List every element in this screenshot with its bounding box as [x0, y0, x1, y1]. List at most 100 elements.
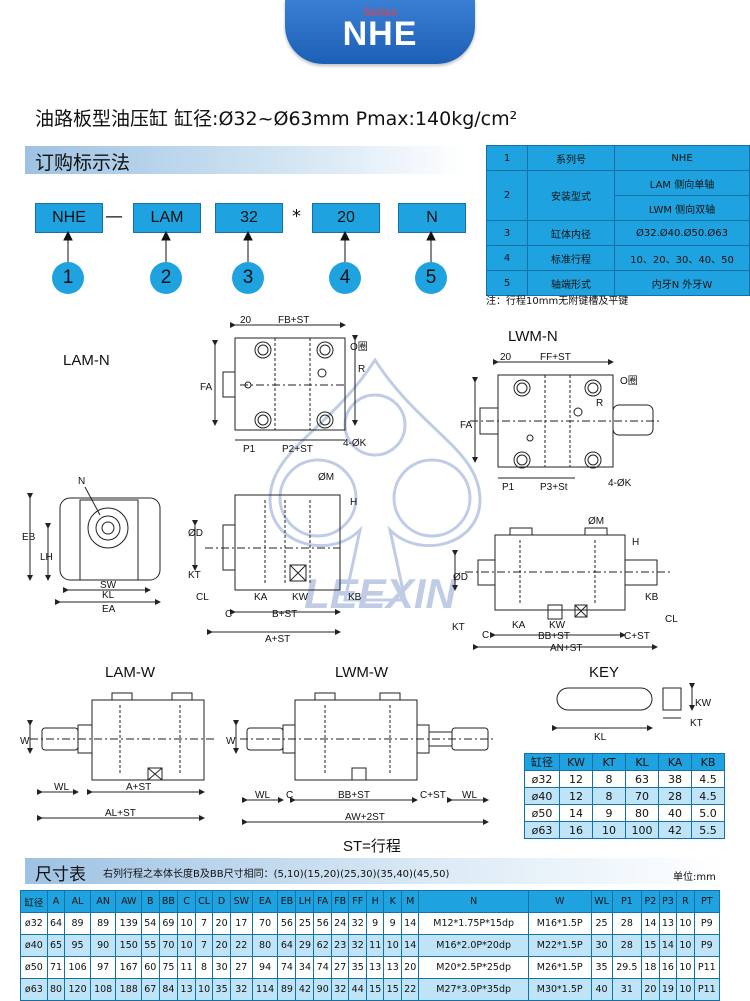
- spec-value: 10、20、30、40、50: [614, 245, 750, 271]
- key-header-cell: KB: [691, 753, 725, 771]
- key-cell: 9: [592, 804, 626, 822]
- dim-cell: 10: [383, 934, 402, 957]
- dim-label: R: [596, 398, 603, 409]
- dim-cell: 94: [251, 956, 279, 979]
- dim-cell: M16*1.5P: [527, 912, 592, 935]
- dim-cell: 34: [295, 956, 315, 979]
- dim-label: C: [225, 609, 232, 620]
- dim-cell: 31: [611, 978, 643, 1001]
- dim-cell: 28: [611, 912, 643, 935]
- key-header-cell: KA: [658, 753, 692, 771]
- key-header-cell: 缸径: [524, 753, 560, 771]
- dim-section-title: 尺寸表: [35, 865, 86, 885]
- key-header-cell: KW: [559, 753, 593, 771]
- dim-label: WL: [462, 790, 477, 801]
- dim-cell: 30: [212, 956, 231, 979]
- dim-cell: 14: [641, 912, 660, 935]
- dim-label: CL: [196, 592, 209, 603]
- dim-header-cell: B: [141, 890, 160, 913]
- dim-cell: M16*2.0P*20dp: [418, 934, 529, 957]
- view-label-key: KEY: [589, 664, 620, 681]
- dim-header-cell: EB: [277, 890, 297, 913]
- key-section: [662, 687, 682, 711]
- dim-label: P2+ST: [282, 444, 313, 455]
- order-number-3: 3: [232, 262, 264, 294]
- dim-header-cell: 缸径: [20, 890, 48, 913]
- dim-label: AL+ST: [105, 808, 136, 819]
- key-cell: 12: [559, 787, 593, 805]
- dim-cell: 10: [194, 978, 214, 1001]
- lwm-n-right-rod: [612, 404, 654, 436]
- dim-header-cell: D: [212, 890, 231, 913]
- key-cell: 4.5: [691, 787, 725, 805]
- order-number-4: 4: [329, 262, 361, 294]
- key-cell: 12: [559, 770, 593, 788]
- dim-header-cell: P1: [611, 890, 643, 913]
- dim-cell: 89: [89, 912, 117, 935]
- key-drawing: [556, 687, 653, 711]
- dim-cell: 74: [313, 956, 332, 979]
- dim-header-cell: AN: [89, 890, 117, 913]
- dim-cell: 13: [365, 956, 385, 979]
- dim-cell: 56: [277, 912, 297, 935]
- dim-cell: 32: [229, 978, 253, 1001]
- spec-row: 3 缸体内径 Ø32.Ø40.Ø50.Ø63: [486, 220, 750, 246]
- dim-cell: 14: [400, 934, 420, 957]
- code-separator-star: *: [292, 206, 301, 227]
- dim-cell: 13: [383, 956, 402, 979]
- dim-cell: 62: [313, 934, 332, 957]
- dim-cell: 8: [194, 956, 214, 979]
- dim-label: C+ST: [624, 631, 650, 642]
- spec-value: LWM 侧向双轴: [614, 195, 750, 221]
- dim-cell: 40: [590, 978, 613, 1001]
- spec-label: 轴端形式: [527, 270, 615, 296]
- order-section-title: 订购标示法: [35, 152, 131, 174]
- dim-cell: 64: [46, 912, 66, 935]
- lam-n-key: [289, 564, 307, 582]
- dim-cell: 35: [590, 956, 613, 979]
- dim-label: O圈: [620, 375, 638, 387]
- dim-label: N: [78, 476, 85, 487]
- dim-cell: ø50: [20, 956, 48, 979]
- watermark-text: LEEXIN: [304, 570, 457, 617]
- key-cell: 4.5: [691, 770, 725, 788]
- dim-cell: 15: [641, 934, 660, 957]
- dim-label: KT: [452, 622, 465, 633]
- key-cell: 16: [559, 821, 593, 839]
- dim-label: CL: [665, 614, 678, 625]
- dim-header-cell: P3: [658, 890, 678, 913]
- dim-cell: 15: [383, 978, 402, 1001]
- dim-label: W: [226, 736, 236, 747]
- dim-cell: 28: [611, 934, 643, 957]
- lam-n-top-rod: [222, 371, 236, 398]
- view-label-lam-n: LAM-N: [63, 352, 110, 369]
- key-cell: 5.5: [691, 821, 725, 839]
- key-cell: 28: [658, 787, 692, 805]
- dim-label: LH: [40, 552, 53, 563]
- dim-cell: 32: [348, 934, 367, 957]
- dim-cell: 32: [330, 978, 350, 1001]
- dim-label: KB: [348, 592, 362, 603]
- dim-header-cell: R: [676, 890, 695, 913]
- dim-header-cell: WL: [590, 890, 613, 913]
- dim-cell: 20: [212, 912, 231, 935]
- dim-cell: 167: [115, 956, 143, 979]
- dim-label: KA: [512, 620, 526, 631]
- key-table-header: 缸径 KW KT KL KA KB: [524, 753, 725, 771]
- order-arrows: [63, 230, 436, 262]
- dim-label: W: [20, 736, 30, 747]
- dim-cell: P9: [693, 912, 721, 935]
- dim-cell: 108: [89, 978, 117, 1001]
- spec-label: 安装型式: [527, 170, 615, 221]
- dim-cell: 15: [365, 978, 385, 1001]
- dim-header-cell: K: [383, 890, 402, 913]
- code-box-series: NHE: [35, 203, 103, 233]
- dim-cell: 14: [400, 912, 420, 935]
- dim-cell: 89: [64, 912, 91, 935]
